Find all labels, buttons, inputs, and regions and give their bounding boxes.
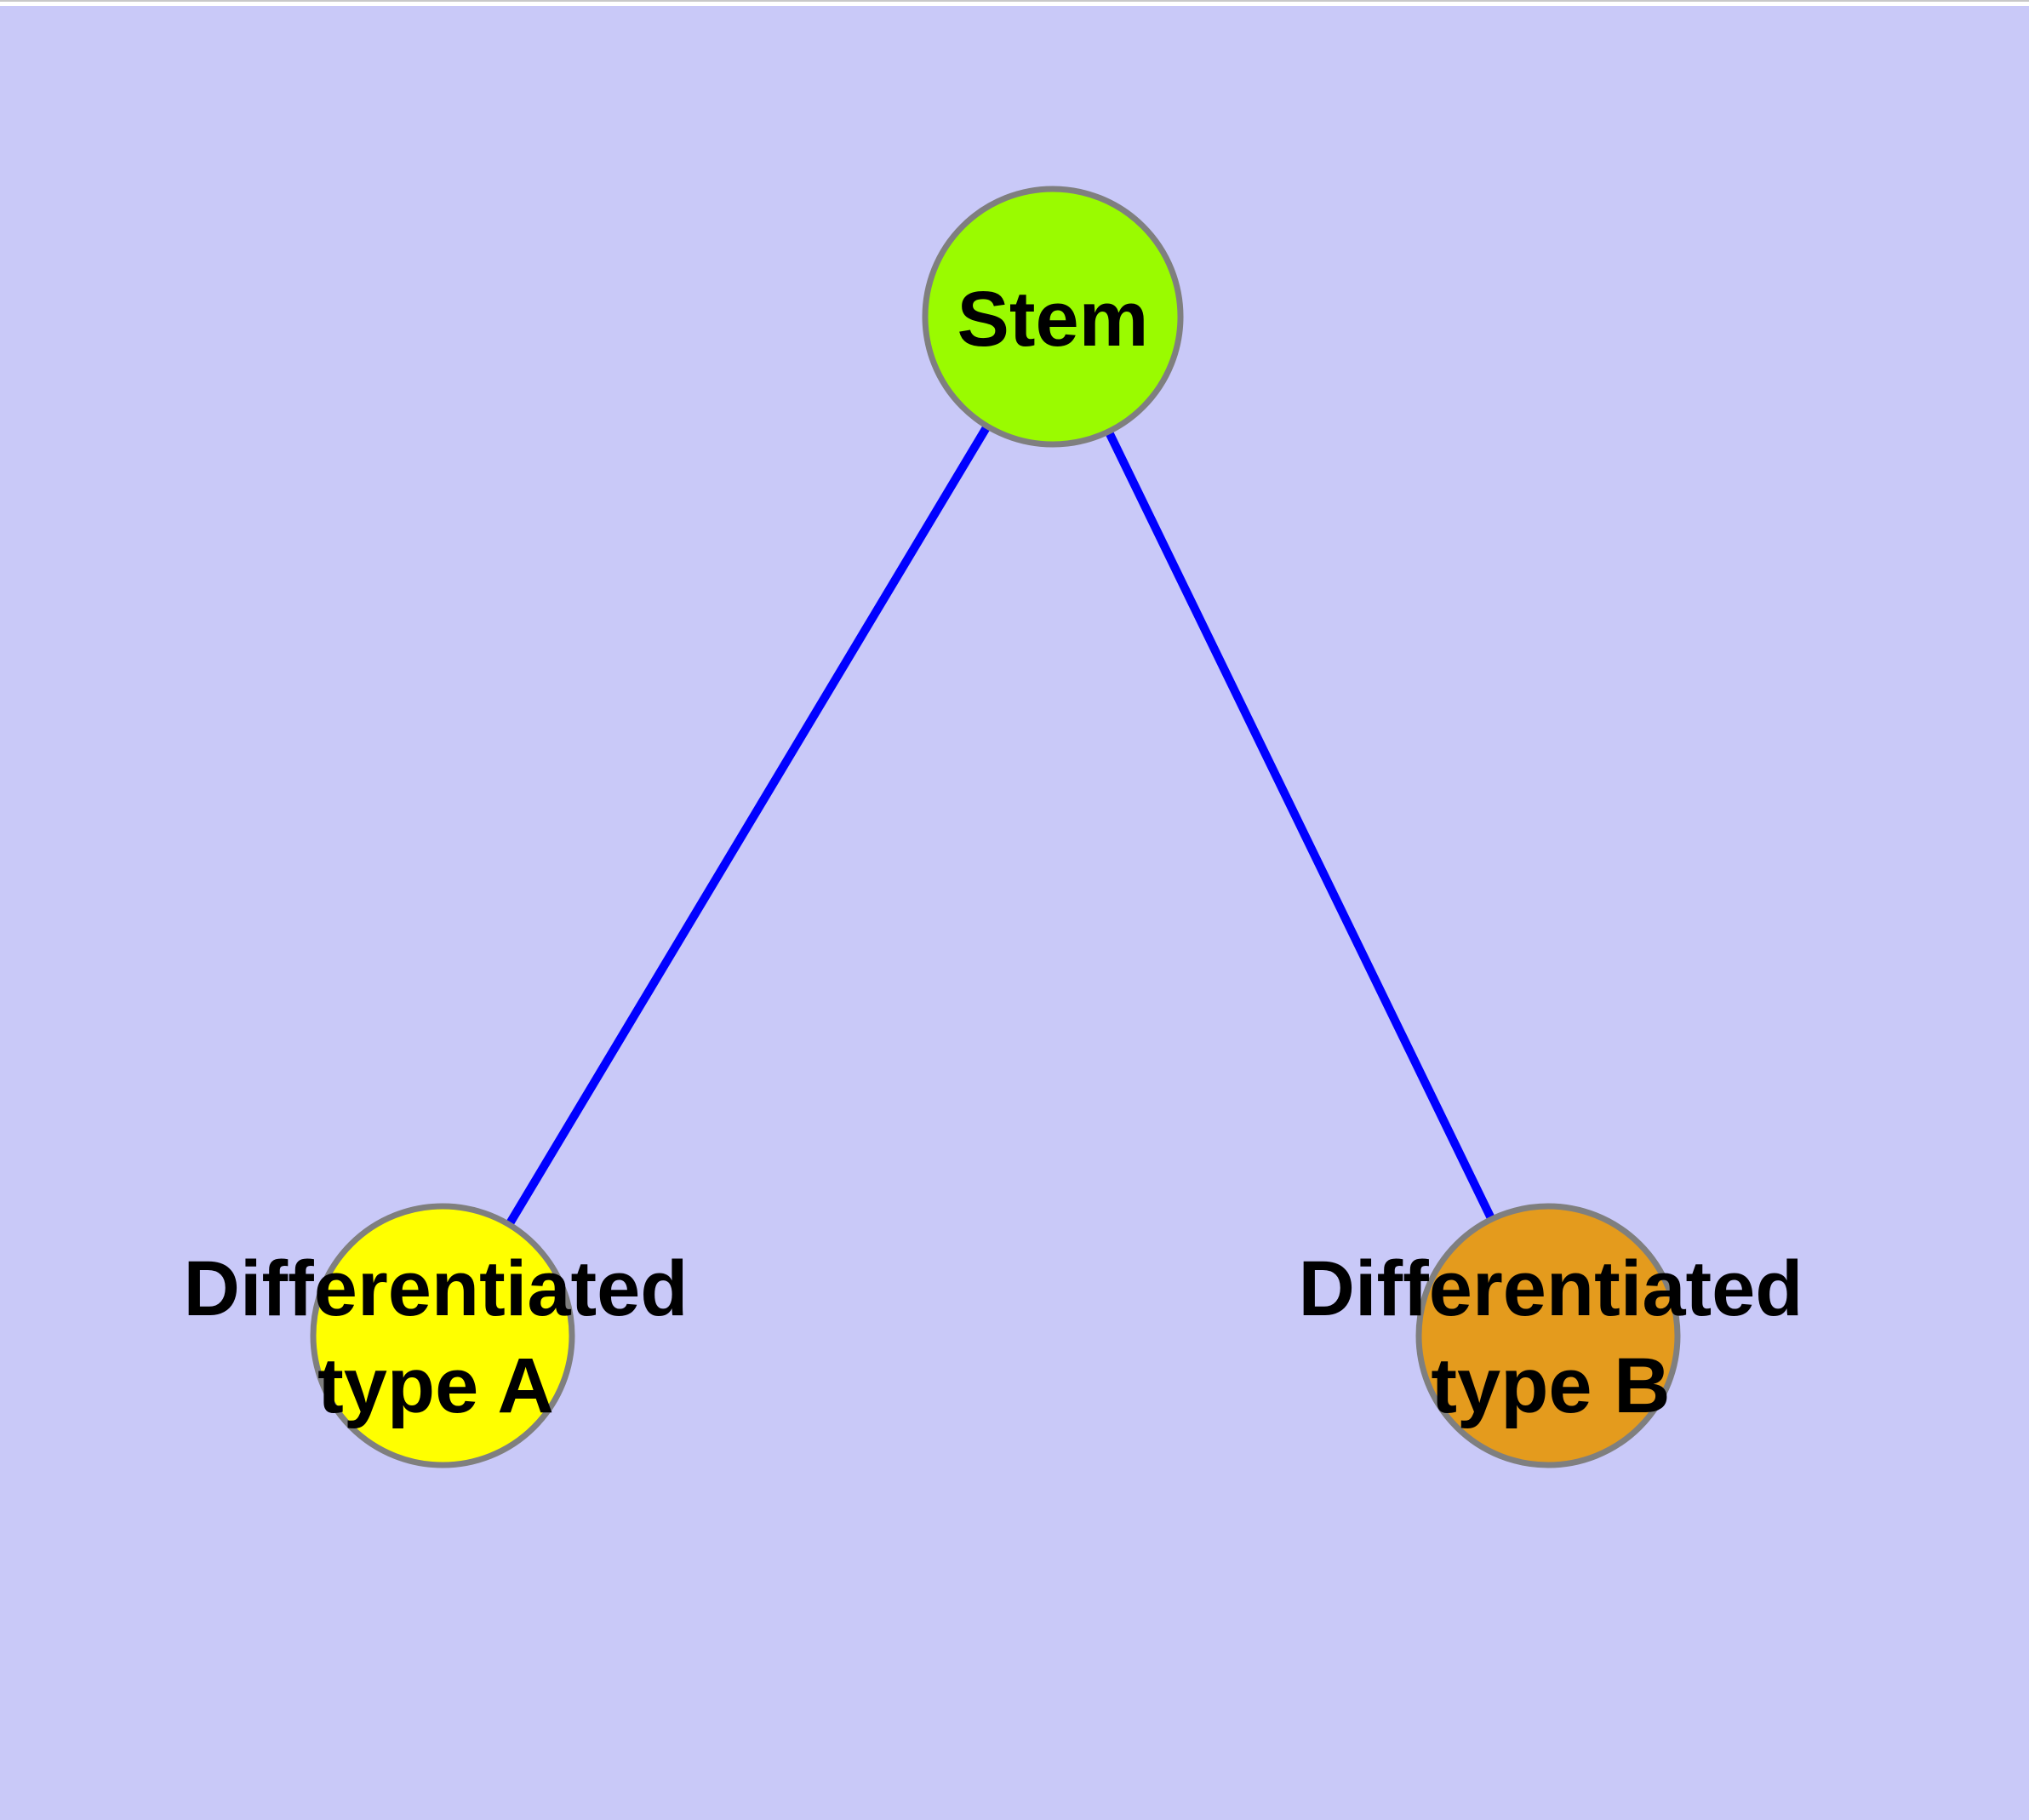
- node-differentiated-type-a-circle: [310, 1203, 575, 1468]
- node-differentiated-type-b: Differentiated type B: [1299, 1203, 1803, 1468]
- node-stem: Stem: [922, 186, 1184, 448]
- node-differentiated-type-a-label-line1: Differentiated: [184, 1245, 689, 1332]
- node-differentiated-type-a: Differentiated type A: [184, 1203, 689, 1468]
- node-differentiated-type-b-circle: [1415, 1203, 1681, 1468]
- top-strip: [0, 0, 2029, 6]
- edge-layer: [438, 314, 1552, 1338]
- node-differentiated-type-b-label-line2: type B: [1431, 1342, 1670, 1429]
- edge-stem-to-type-b: [1049, 314, 1552, 1338]
- node-differentiated-type-b-label-line1: Differentiated: [1299, 1245, 1803, 1332]
- edge-stem-to-type-a: [438, 314, 1057, 1338]
- node-stem-label: Stem: [957, 276, 1149, 363]
- node-stem-circle: [922, 186, 1184, 448]
- node-differentiated-type-a-label-line2: type A: [317, 1342, 554, 1429]
